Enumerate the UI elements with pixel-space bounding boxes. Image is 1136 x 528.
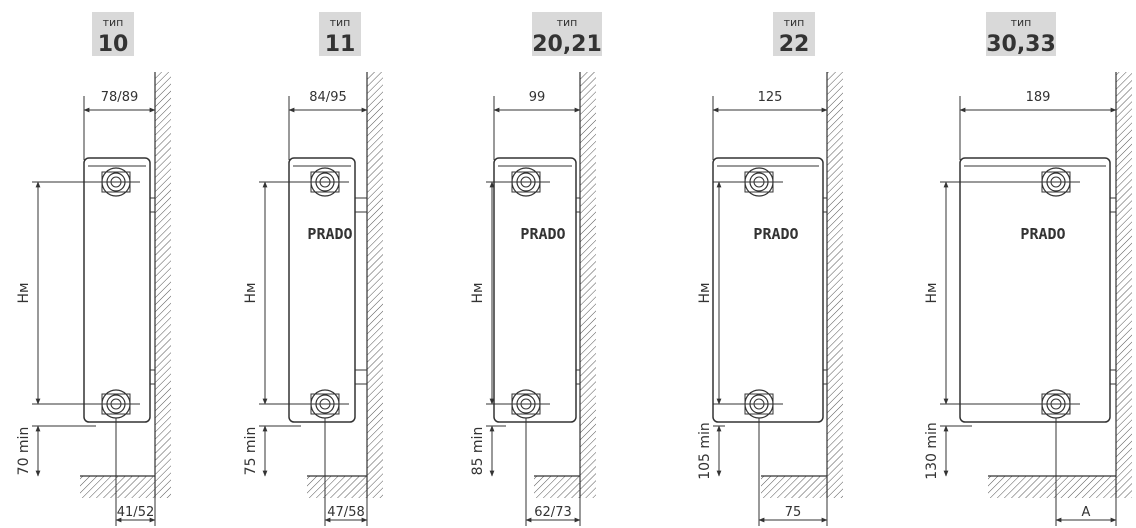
bottom-bracket — [1109, 369, 1117, 385]
type-badge — [986, 12, 1056, 56]
depth-label: 99 — [529, 90, 546, 105]
height-label: Hм — [16, 282, 32, 303]
floor-hatch — [307, 476, 367, 498]
top-bracket — [1109, 197, 1117, 213]
radiator-body — [83, 157, 151, 423]
radiator-body — [288, 157, 356, 423]
floor-hatch — [761, 476, 827, 498]
floor-hatch — [534, 476, 580, 498]
bottom-bracket — [354, 369, 368, 385]
height-label: Hм — [697, 282, 713, 303]
radiator-body — [712, 157, 824, 423]
wall-hatch — [1116, 72, 1132, 498]
offset-label: 41/52 — [117, 505, 154, 520]
depth-label: 84/95 — [309, 90, 346, 105]
wall-hatch — [367, 72, 383, 498]
type-word: тип — [330, 16, 351, 29]
clearance-label: 105 min — [697, 422, 713, 480]
brand-label: PRADO — [307, 225, 352, 243]
type-word: тип — [1011, 16, 1032, 29]
type-word: тип — [784, 16, 805, 29]
height-label: Hм — [470, 282, 486, 303]
depth-label: 189 — [1026, 90, 1051, 105]
top-bracket — [149, 197, 156, 213]
offset-label: 47/58 — [327, 505, 364, 520]
type-number: 20,21 — [532, 32, 602, 57]
wall-hatch — [155, 72, 171, 498]
depth-label: 78/89 — [101, 90, 138, 105]
type-badge — [773, 12, 815, 56]
bottom-bracket — [575, 369, 581, 385]
radiator-body — [493, 157, 577, 423]
height-label: Hм — [924, 282, 940, 303]
radiator-body — [959, 157, 1111, 423]
depth-label: 125 — [758, 90, 783, 105]
clearance-label: 85 min — [470, 427, 486, 476]
brand-label: PRADO — [753, 225, 798, 243]
brand-label: PRADO — [520, 225, 565, 243]
bottom-bracket — [822, 369, 828, 385]
height-label: Hм — [243, 282, 259, 303]
wall-hatch — [580, 72, 596, 498]
offset-label: A — [1082, 505, 1091, 520]
top-bracket — [822, 197, 828, 213]
floor-hatch — [988, 476, 1116, 498]
type-badge — [532, 12, 602, 56]
top-bracket — [354, 197, 368, 213]
clearance-label: 130 min — [924, 422, 940, 480]
bottom-bracket — [149, 369, 156, 385]
clearance-label: 75 min — [243, 427, 259, 476]
type-number: 30,33 — [986, 32, 1056, 57]
brand-label: PRADO — [1020, 225, 1065, 243]
type-number: 10 — [98, 32, 129, 57]
type-word: тип — [557, 16, 578, 29]
type-number: 22 — [779, 32, 810, 57]
offset-label: 62/73 — [534, 505, 571, 520]
type-badge — [92, 12, 134, 56]
clearance-label: 70 min — [16, 427, 32, 476]
type-badge — [319, 12, 361, 56]
offset-label: 75 — [785, 505, 802, 520]
type-word: тип — [103, 16, 124, 29]
floor-hatch — [80, 476, 155, 498]
wall-hatch — [827, 72, 843, 498]
top-bracket — [575, 197, 581, 213]
type-number: 11 — [325, 32, 356, 57]
